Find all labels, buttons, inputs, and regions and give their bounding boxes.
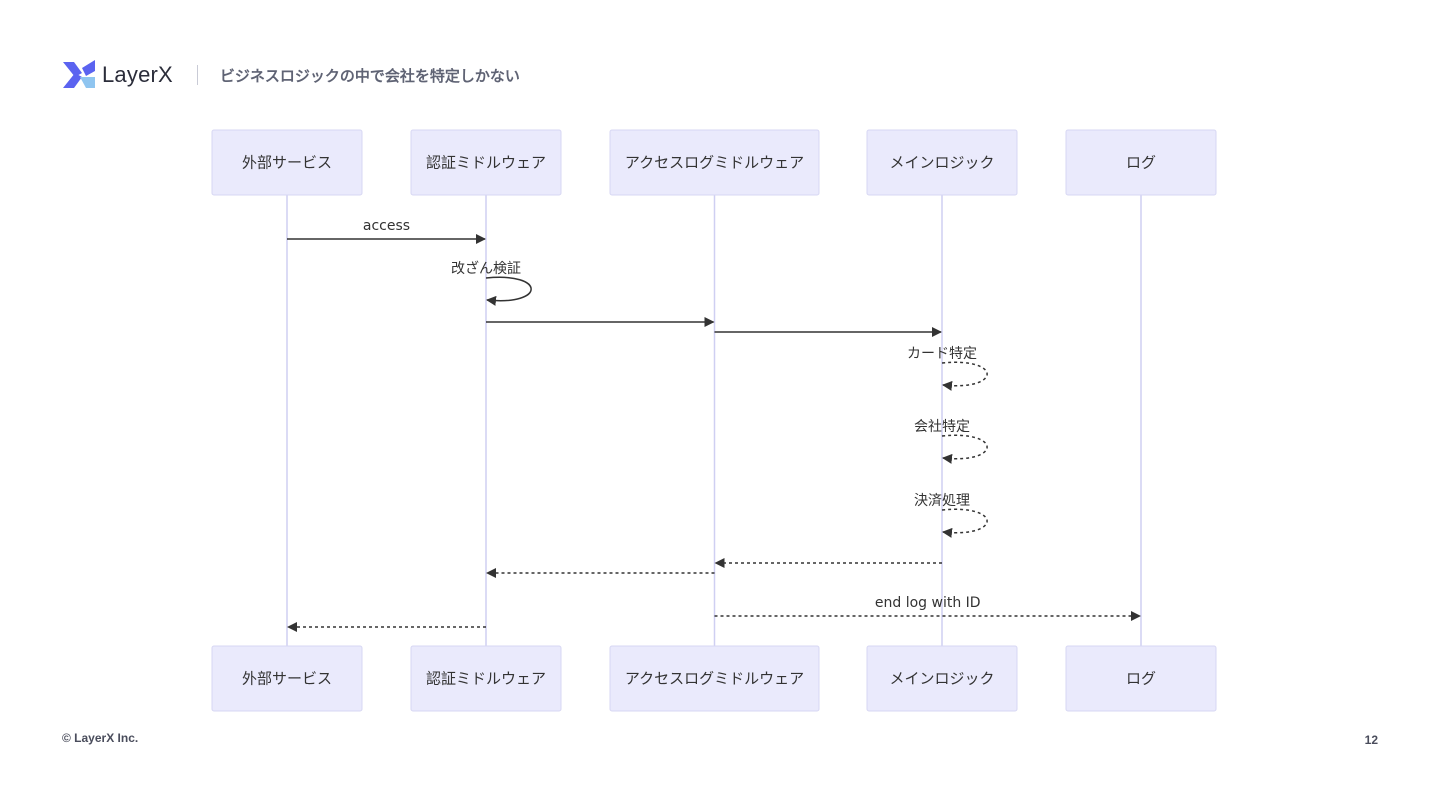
participant-box-auth-bottom: [410, 645, 562, 712]
participant-label-auth-bottom: 認証ミドルウェア: [426, 670, 546, 688]
self-message-arrow-6: [941, 508, 988, 538]
participant-box-accesslog-top: [609, 129, 820, 196]
participant-box-log-bottom: [1065, 645, 1217, 712]
message-label-4: カード特定: [907, 346, 977, 362]
participant-box-ext-top: [211, 129, 363, 196]
message-label-0: access: [363, 218, 410, 234]
participant-label-log-bottom: ログ: [1126, 670, 1156, 688]
participant-label-log-top: ログ: [1126, 154, 1156, 172]
slide-header: LayerX ビジネスロジックの中で会社を特定しかない: [62, 58, 520, 92]
participant-label-main-bottom: メインロジック: [889, 670, 994, 688]
participant-box-ext-bottom: [211, 645, 363, 712]
message-label-6: 決済処理: [914, 493, 970, 509]
page-number: 12: [1364, 733, 1378, 747]
participant-box-main-bottom: [866, 645, 1018, 712]
message-label-1: 改ざん検証: [451, 260, 521, 277]
participant-box-auth-top: [410, 129, 562, 196]
copyright: © LayerX Inc.: [62, 731, 139, 745]
self-message-arrow-4: [941, 361, 988, 391]
header-divider: [196, 65, 198, 85]
layerx-logo-icon: [63, 60, 95, 88]
message-label-5: 会社特定: [914, 419, 970, 435]
participant-label-ext-top: 外部サービス: [242, 154, 332, 172]
participant-label-accesslog-bottom: アクセスログミドルウェア: [625, 670, 804, 688]
participant-label-ext-bottom: 外部サービス: [242, 670, 332, 688]
participant-label-auth-top: 認証ミドルウェア: [426, 154, 546, 172]
message-label-9: end log with ID: [875, 595, 981, 611]
participant-box-main-top: [866, 129, 1018, 196]
self-message-arrow-1: [485, 276, 532, 306]
participant-label-accesslog-top: アクセスログミドルウェア: [625, 154, 804, 172]
brand-name: LayerX: [102, 62, 173, 87]
self-message-arrow-5: [941, 434, 988, 464]
participant-box-log-top: [1065, 129, 1217, 196]
participant-box-accesslog-bottom: [609, 645, 820, 712]
slide-title: ビジネスロジックの中で会社を特定しかない: [219, 66, 520, 85]
participant-label-main-top: メインロジック: [889, 154, 994, 172]
